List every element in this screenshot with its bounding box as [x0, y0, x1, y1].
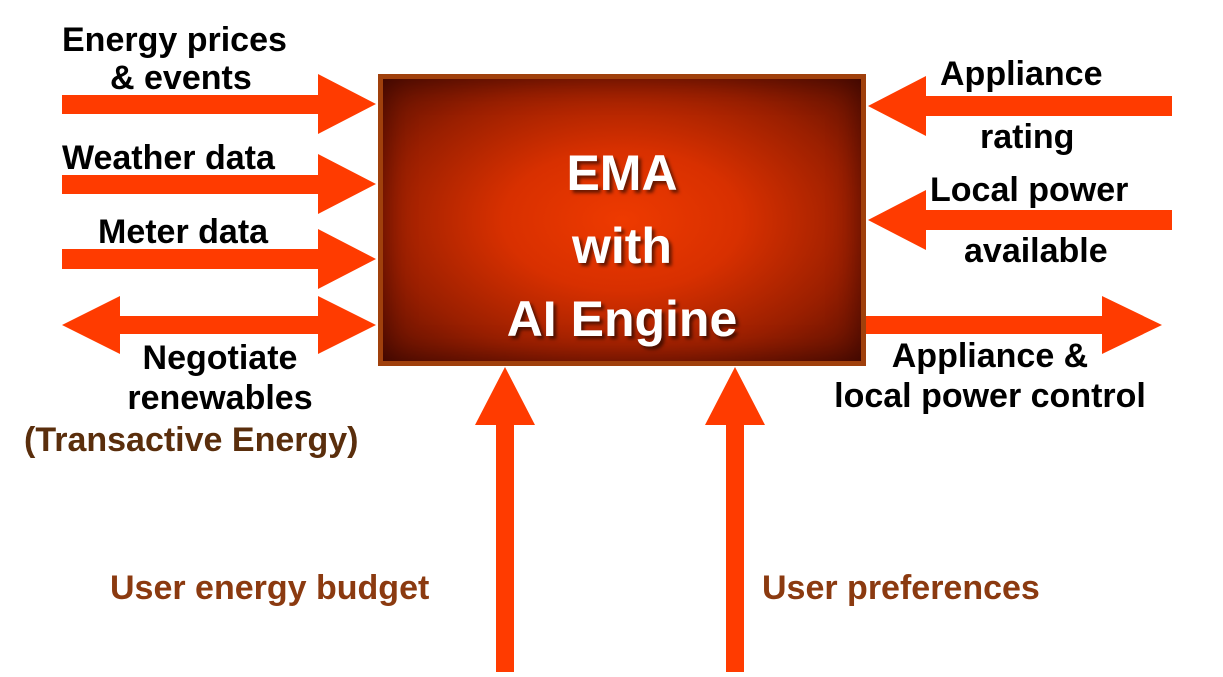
label-energy-prices-line1: Energy prices — [62, 21, 287, 59]
arrow-control-output — [866, 296, 1162, 354]
label-meter-data: Meter data — [98, 213, 269, 251]
label-local-power-control: local power control — [834, 377, 1146, 415]
label-rating: rating — [980, 118, 1075, 156]
arrow-appliance-rating — [868, 76, 1172, 136]
label-renewables: renewables — [127, 379, 313, 417]
engine-title-line: AI Engine — [506, 291, 738, 347]
label-user-energy-budget: User energy budget — [110, 569, 430, 607]
label-energy-prices-line2: & events — [110, 59, 252, 97]
ema-engine-box: EMA with AI Engine — [378, 74, 866, 366]
label-transactive-energy: (Transactive Energy) — [24, 421, 359, 459]
label-local-power: Local power — [930, 171, 1129, 209]
label-user-preferences: User preferences — [762, 569, 1040, 607]
engine-title-line: with — [572, 218, 672, 274]
arrow-user-budget — [475, 367, 535, 672]
arrow-energy-prices — [62, 74, 376, 134]
label-weather-data: Weather data — [62, 139, 275, 177]
arrow-negotiate-bidirectional — [62, 296, 376, 354]
label-appliance: Appliance — [940, 55, 1103, 93]
arrow-local-power — [868, 190, 1172, 250]
arrow-user-preferences — [705, 367, 765, 672]
label-appliance-and: Appliance & — [891, 337, 1089, 375]
arrow-weather — [62, 154, 376, 214]
engine-title-line: EMA — [566, 145, 678, 201]
label-negotiate: Negotiate — [142, 339, 298, 377]
arrow-meter — [62, 229, 376, 289]
label-available: available — [964, 232, 1108, 270]
engine-title: EMA with AI Engine — [383, 137, 861, 356]
